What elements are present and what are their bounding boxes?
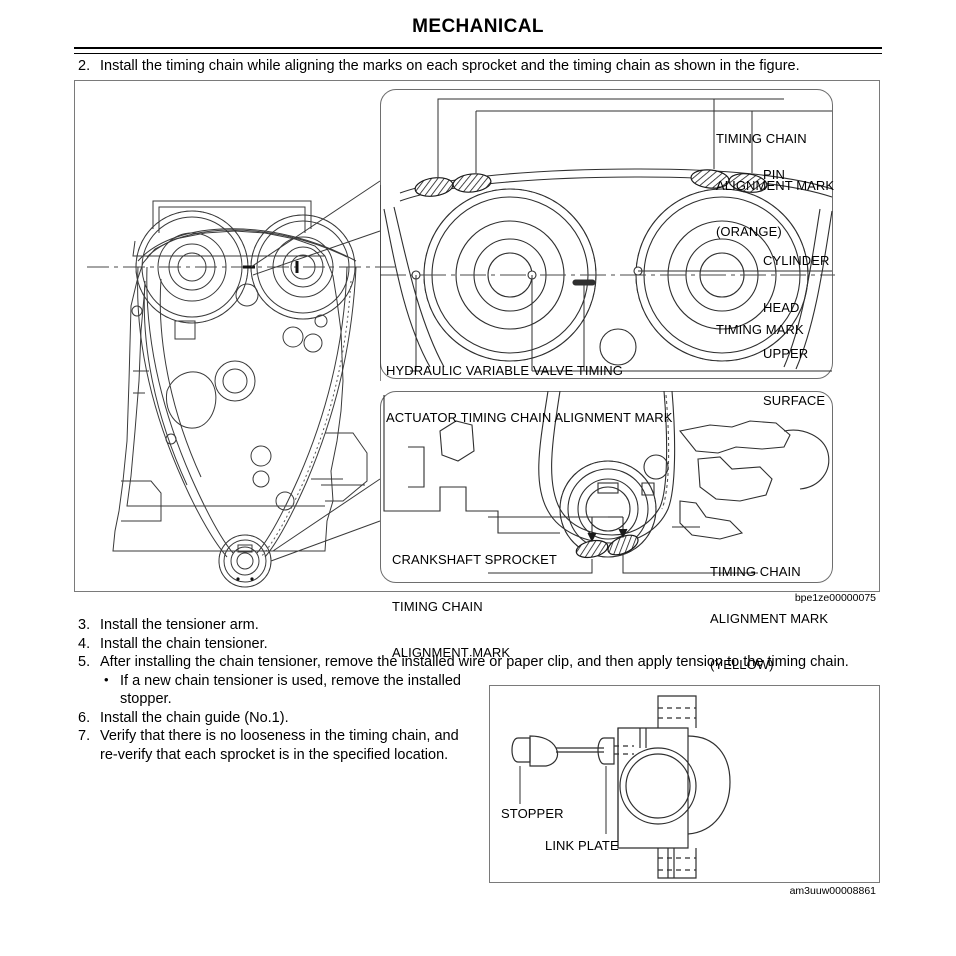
label-cylinder-head-upper-surface: CYLINDER HEAD UPPER SURFACE [763, 222, 830, 439]
bullet-icon: • [104, 671, 109, 687]
step-text: Install the tensioner arm. [100, 617, 259, 633]
crankshaft-sprocket-detail-drawing [383, 391, 830, 574]
step-2-text: Install the timing chain while aligning … [100, 58, 800, 74]
label-line: HEAD [763, 299, 800, 315]
step-2-number: 2. [78, 58, 91, 74]
page-title: MECHANICAL [412, 16, 544, 37]
step-number: 3. [78, 617, 91, 633]
figure-1-id: bpe1ze00000075 [794, 592, 876, 604]
step-text: Install the chain tensioner. [100, 635, 268, 652]
label-line: TIMING CHAIN [716, 131, 807, 146]
engine-front-view-drawing [87, 200, 395, 588]
step-item: 7. Verify that there is no looseness in … [78, 727, 470, 764]
label-timing-mark: TIMING MARK [716, 322, 804, 337]
label-line: ACTUATOR TIMING CHAIN ALIGNMENT MARK [386, 409, 673, 425]
label-line: (ORANGE) [716, 224, 782, 239]
figure-timing-chain-alignment: TIMING CHAIN ALIGNMENT MARK (ORANGE) PIN… [74, 80, 880, 672]
label-line: ALIGNMENT MARK [392, 645, 511, 660]
label-hvvt-actuator-timing-chain-alignment-mark: HYDRAULIC VARIABLE VALVE TIMING ACTUATOR… [386, 332, 673, 456]
step-list: 3. Install the tensioner arm. 4. Install… [78, 616, 878, 764]
step-number: 7. [78, 728, 91, 744]
title-divider [74, 47, 882, 54]
step-item: 6. Install the chain guide (No.1). [78, 709, 878, 728]
figure-chain-tensioner-stopper: STOPPER LINK PLATE [489, 685, 880, 883]
chain-tensioner-stopper-drawing [511, 695, 731, 879]
step-item: 5. After installing the chain tensioner,… [78, 653, 878, 672]
label-timing-chain-alignment-mark-yellow: TIMING CHAIN ALIGNMENT MARK (YELLOW) [710, 533, 828, 704]
detail-panel-crankshaft-sprocket [380, 391, 833, 583]
label-timing-chain-alignment-mark-orange: TIMING CHAIN ALIGNMENT MARK (ORANGE) [716, 100, 834, 271]
label-line: UPPER [763, 346, 809, 361]
label-line: CRANKSHAFT SPROCKET [392, 552, 557, 567]
step-text: Verify that there is no looseness in the… [100, 728, 459, 763]
camshaft-sprockets-detail-drawing [380, 98, 835, 381]
step-number: 4. [78, 635, 91, 652]
chain-alignment-marks-yellow [575, 534, 639, 559]
step-item: 4. Install the chain tensioner. [78, 635, 878, 654]
label-pin: PIN [763, 167, 785, 182]
label-line: TIMING CHAIN [710, 564, 801, 579]
step-text: After installing the chain tensioner, re… [100, 654, 849, 670]
label-line: TIMING CHAIN [392, 598, 483, 614]
label-line: (YELLOW) [710, 657, 774, 672]
step-2: 2. Install the timing chain while alignin… [78, 57, 888, 76]
step-item: 3. Install the tensioner arm. [78, 616, 878, 635]
substep-item: • If a new chain tensioner is used, remo… [100, 672, 490, 709]
detail-leader-lines [250, 180, 381, 562]
label-line: ALIGNMENT MARK [716, 177, 835, 193]
label-crankshaft-sprocket-timing-chain-alignment-mark: CRANKSHAFT SPROCKET TIMING CHAIN ALIGNME… [392, 521, 557, 692]
step-number: 5. [78, 654, 91, 670]
label-stopper: STOPPER [501, 806, 564, 821]
label-line: HYDRAULIC VARIABLE VALVE TIMING [386, 363, 623, 378]
step-text: Install the chain guide (No.1). [100, 709, 289, 726]
substep-text: If a new chain tensioner is used, remove… [120, 672, 461, 708]
label-line: SURFACE [763, 392, 826, 408]
label-line: CYLINDER [763, 253, 830, 268]
label-link-plate: LINK PLATE [545, 838, 619, 853]
label-line: ALIGNMENT MARK [710, 610, 829, 626]
chain-alignment-marks-orange [414, 169, 768, 197]
figure-2-id: am3uuw00008861 [789, 885, 876, 897]
step-number: 6. [78, 709, 91, 726]
